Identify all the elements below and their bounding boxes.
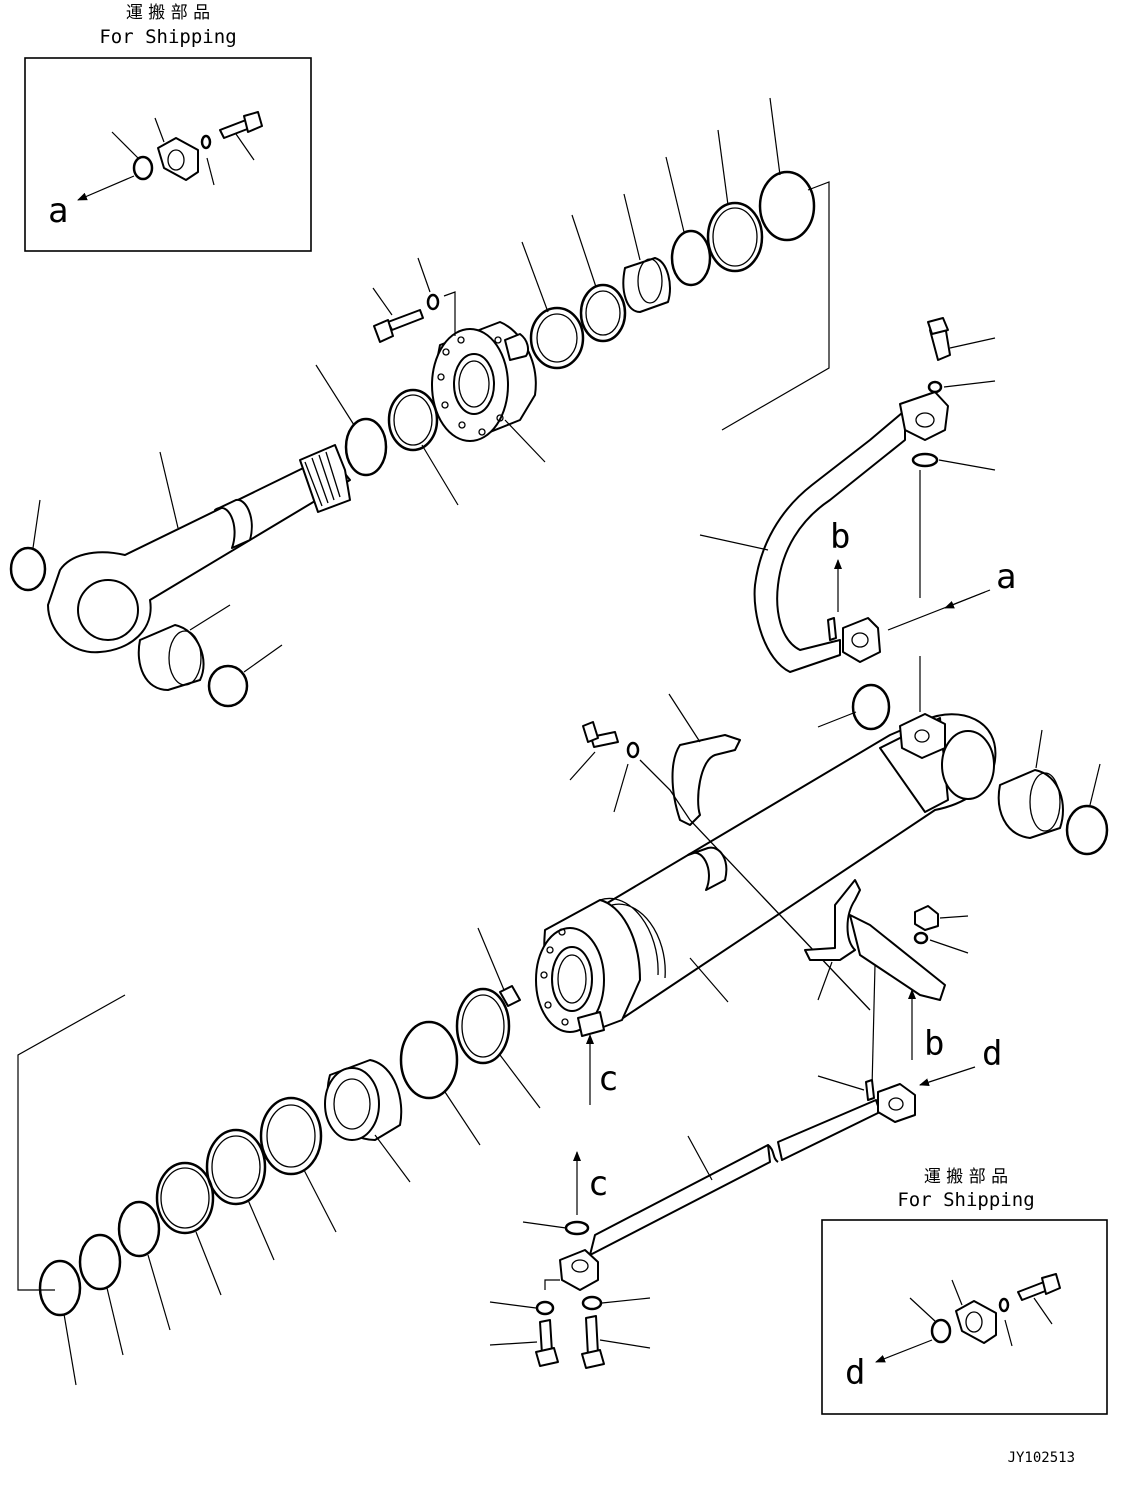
tube-d-flange [877,1083,916,1123]
tube-o-ring [911,452,939,468]
shipping-inset-bottom: 運 搬 部 品 For Shipping d [821,1167,1108,1415]
view-letter-c-cylinder: c [598,1059,618,1099]
backup-ring [387,388,439,452]
set-screw [499,985,521,1007]
head-seals [521,97,830,431]
hydraulic-tube-a: b a [699,317,1016,673]
clamp-lower: b [804,879,969,1089]
dust-seal-rod [207,664,249,708]
tube-d-right [777,1099,881,1161]
shipping-en-label: For Shipping [99,26,236,48]
split-flange-icon [157,137,199,181]
head-washer [426,293,440,311]
drawing-number: JY102513 [1008,1450,1075,1466]
tube-d-left [589,1144,771,1256]
view-letter-a-main: a [996,557,1016,597]
cylinder-tube: c [535,656,997,1105]
washer-icon [200,134,212,150]
clamp-upper [569,693,871,1011]
shipping-jp-label: 運 搬 部 品 [126,3,210,23]
tube-washer [927,380,943,394]
hydraulic-tube-d: d c [489,1034,1002,1369]
view-letter-a: a [48,191,68,231]
tube-flange-bottom [842,617,881,663]
view-letter-d-main: d [982,1034,1002,1074]
tube-end-bushing [817,683,1109,856]
tube-port-block [899,713,946,759]
tube-flange-top [899,391,949,441]
rod-thread [299,444,351,513]
shipping-inset-frame-2 [821,1219,1108,1415]
view-letter-c-block: c [588,1164,608,1204]
view-letter-b-bracket: b [924,1024,944,1064]
rod-rings [315,364,459,506]
piston-rod-assembly [9,444,351,708]
shipping-jp-label-2: 運 搬 部 品 [924,1167,1008,1187]
shipping-inset-top: 運 搬 部 品 For Shipping a [24,3,312,252]
shipping-en-label-2: For Shipping [897,1189,1034,1211]
snap-ring [344,417,388,477]
rod-eye-bore [77,579,139,641]
head-bolt [387,309,424,331]
o-ring-rod-eye [9,546,47,592]
view-letter-b: b [830,517,850,557]
piston-seals [17,927,541,1386]
tube-d-block [559,1249,599,1291]
cylinder-head [372,257,546,463]
shipping-inset-frame [24,57,312,252]
bolt-head-icon [243,111,263,133]
o-ring-icon [132,155,154,181]
view-letter-d-box: d [845,1353,865,1393]
